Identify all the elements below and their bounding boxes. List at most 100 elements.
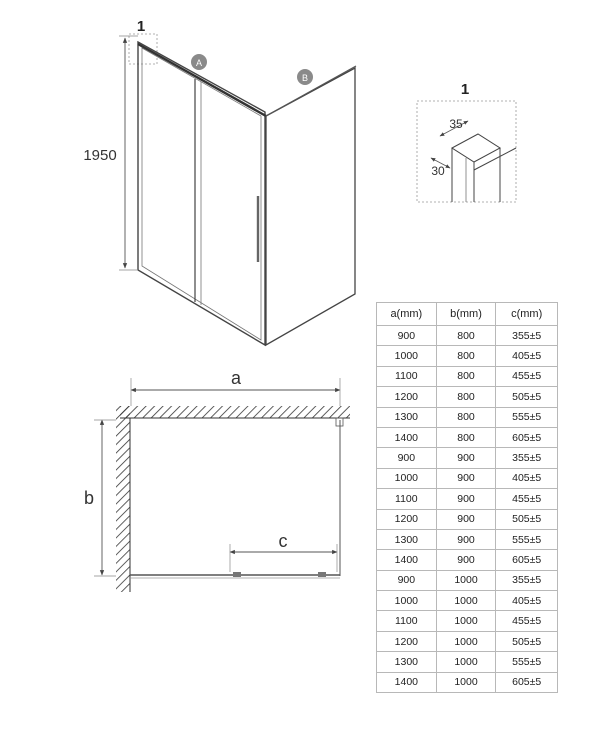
cell-c: 405±5 — [495, 467, 558, 490]
cell-c: 455±5 — [495, 610, 558, 632]
detail-number-main: 1 — [137, 18, 145, 35]
header-c: c(mm) — [495, 302, 558, 326]
side-panel-top-rail — [265, 65, 357, 117]
roller-right — [318, 572, 326, 577]
cell-c: 355±5 — [495, 324, 558, 347]
cell-c: 605±5 — [495, 671, 558, 694]
cell-a: 1000 — [376, 345, 437, 367]
cell-b: 900 — [435, 508, 497, 530]
size-table-header-row: a(mm) b(mm) c(mm) — [376, 302, 558, 326]
panel-b-badge: B — [302, 73, 308, 83]
cell-a: 1200 — [376, 508, 437, 530]
cell-a: 900 — [376, 324, 437, 347]
cell-c: 355±5 — [495, 447, 558, 469]
top-rail — [137, 42, 267, 118]
cell-b: 1000 — [435, 610, 497, 632]
cell-b: 900 — [435, 467, 497, 490]
cell-a: 1300 — [376, 406, 437, 428]
cell-a: 1300 — [376, 528, 437, 551]
cell-a: 1200 — [376, 386, 437, 408]
cell-a: 1100 — [376, 365, 437, 388]
plan-dim-b: b — [84, 488, 94, 508]
cell-b: 800 — [435, 426, 497, 449]
cell-c: 455±5 — [495, 365, 558, 388]
cell-b: 900 — [435, 549, 497, 571]
cell-b: 900 — [435, 447, 497, 469]
detail-callout-box — [416, 100, 517, 203]
cell-a: 1100 — [376, 488, 437, 510]
panel-a-badge: A — [196, 58, 202, 68]
panel-b-badge-circle — [297, 69, 313, 85]
cell-a: 1400 — [376, 426, 437, 449]
cell-a: 1000 — [376, 467, 437, 490]
top-wall-hatch — [120, 406, 350, 418]
cell-b: 1000 — [435, 590, 497, 612]
detail-dim-depth: 30 — [431, 164, 445, 178]
cell-c: 455±5 — [495, 488, 558, 510]
cell-c: 605±5 — [495, 549, 558, 571]
cell-b: 800 — [435, 365, 497, 388]
cell-c: 555±5 — [495, 651, 558, 673]
cell-a: 900 — [376, 569, 437, 592]
cell-a: 1400 — [376, 549, 437, 571]
profile-rail — [473, 147, 517, 171]
panel-a-badge-circle — [191, 54, 207, 70]
cell-c: 505±5 — [495, 508, 558, 530]
cell-c: 555±5 — [495, 406, 558, 428]
detail-marker-box — [128, 33, 158, 65]
cell-b: 900 — [435, 528, 497, 551]
cell-c: 405±5 — [495, 590, 558, 612]
header-a: a(mm) — [376, 302, 437, 326]
profile-detail-view: 1 35 30 — [416, 81, 517, 203]
profile-top-face — [451, 133, 501, 163]
cell-a: 900 — [376, 447, 437, 469]
cell-b: 800 — [435, 345, 497, 367]
enclosure-3d-view: 1 1950 A B — [83, 18, 357, 347]
cell-b: 800 — [435, 406, 497, 428]
cell-a: 1400 — [376, 671, 437, 694]
cell-c: 355±5 — [495, 569, 558, 592]
cell-b: 1000 — [435, 630, 497, 653]
cell-a: 1100 — [376, 610, 437, 632]
cell-b: 1000 — [435, 569, 497, 592]
front-panel-frame — [137, 40, 266, 347]
detail-dim-width: 35 — [449, 117, 463, 131]
cell-b: 1000 — [435, 651, 497, 673]
detail-number-callout: 1 — [461, 81, 469, 98]
cell-c: 405±5 — [495, 345, 558, 367]
plan-view: a b c — [84, 368, 350, 592]
cell-c: 505±5 — [495, 386, 558, 408]
side-panel-frame — [265, 66, 356, 347]
front-panel-inner — [141, 47, 262, 341]
cell-a: 1300 — [376, 651, 437, 673]
cell-c: 555±5 — [495, 528, 558, 551]
dim-30-line — [430, 157, 451, 169]
cell-c: 605±5 — [495, 426, 558, 449]
roller-left — [233, 572, 241, 577]
header-b: b(mm) — [435, 302, 497, 326]
side-panel-bracket — [335, 417, 344, 427]
dim-35-line — [439, 120, 469, 137]
cell-c: 505±5 — [495, 630, 558, 653]
height-label: 1950 — [83, 147, 116, 164]
cell-b: 800 — [435, 324, 497, 347]
cell-b: 900 — [435, 488, 497, 510]
cell-a: 1200 — [376, 630, 437, 653]
